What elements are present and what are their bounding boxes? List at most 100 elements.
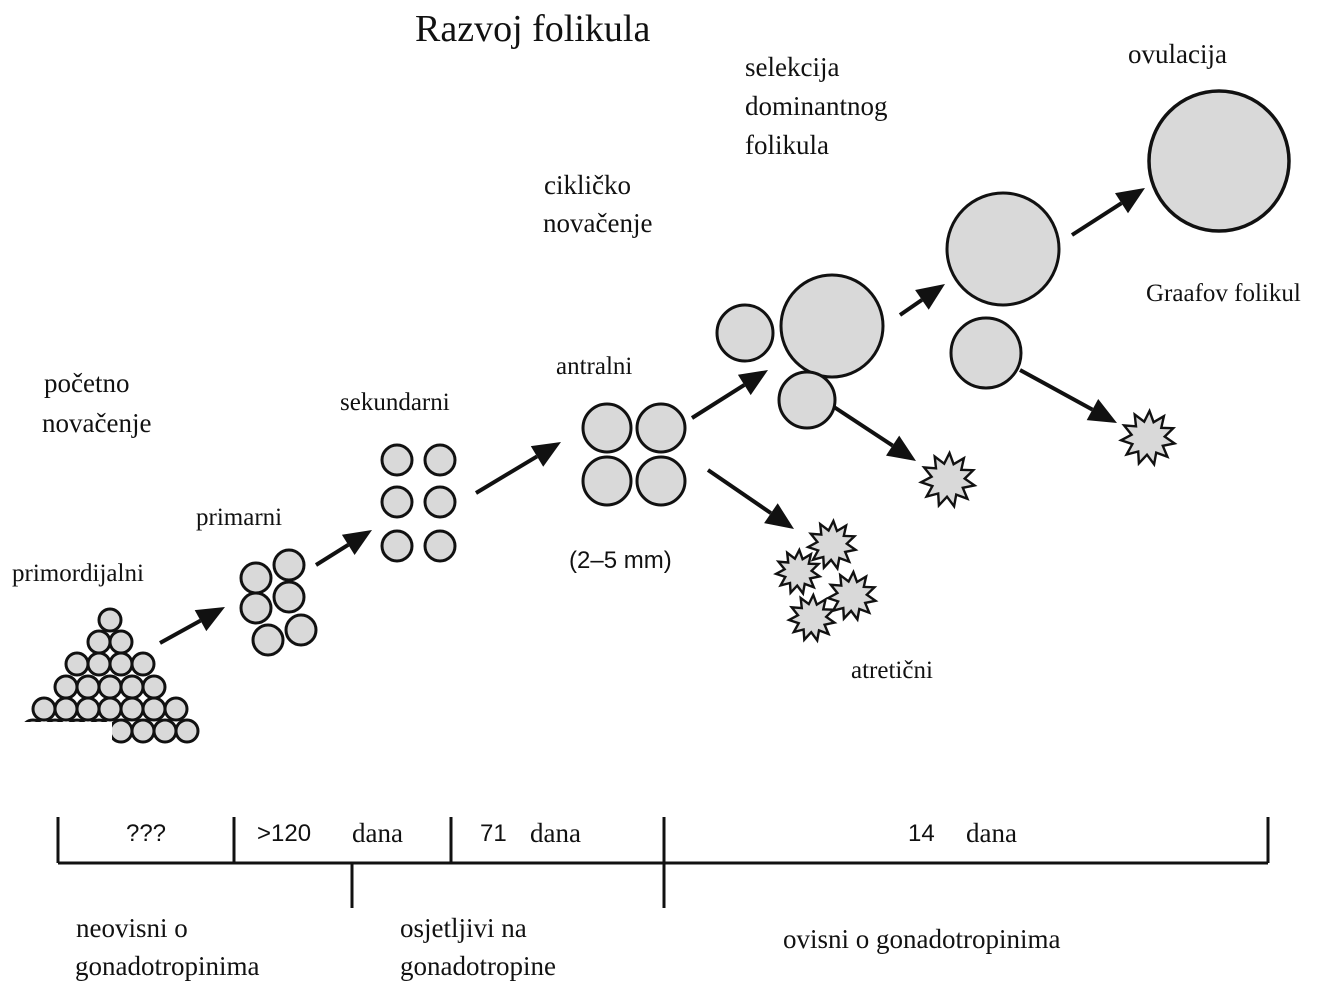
primordial-follicle xyxy=(152,718,178,744)
initial-recruitment-line2: novačenje xyxy=(42,408,151,438)
arrow-shaft xyxy=(159,618,202,645)
primordial-follicle xyxy=(108,629,134,655)
primordial-follicle xyxy=(130,718,156,744)
timeline-segment-3-value: 71 xyxy=(480,820,507,847)
atretic-follicle xyxy=(825,568,879,623)
secondary-follicle xyxy=(380,443,414,477)
secondary-follicle xyxy=(423,485,457,519)
primordial-follicle xyxy=(97,607,123,633)
secondary-follicle xyxy=(423,529,457,563)
timeline-segment-3-unit: dana xyxy=(530,818,581,848)
primordial-follicle xyxy=(119,696,145,722)
primordial-follicle xyxy=(75,696,101,722)
primordial-follicle xyxy=(97,696,123,722)
antral-follicle xyxy=(635,455,687,507)
primordial-follicle xyxy=(174,718,200,744)
secondary-follicle xyxy=(423,443,457,477)
arrow-shaft xyxy=(314,543,350,567)
arrow-shaft xyxy=(474,454,539,495)
primary-follicle xyxy=(272,580,306,614)
primary-follicle xyxy=(251,623,285,657)
cyclic-recruitment-line1: cikličko xyxy=(544,170,631,200)
secondary-follicle xyxy=(380,485,414,519)
primary-follicle xyxy=(272,548,306,582)
cyclic-recruitment-label: cikličko novačenje xyxy=(543,170,652,238)
arrow-head xyxy=(737,370,768,396)
arrow-shaft xyxy=(1019,368,1094,412)
antral-size-label: (2–5 mm) xyxy=(569,547,672,574)
primordial-follicle xyxy=(141,696,167,722)
primary-follicle xyxy=(284,613,318,647)
primordial-follicles xyxy=(20,607,200,752)
primary-follicle xyxy=(239,561,273,595)
antral-follicle xyxy=(635,402,687,454)
diagram-title: Razvoj folikula xyxy=(415,8,650,50)
antral-follicle xyxy=(581,455,633,507)
timeline-segment-4-value: 14 xyxy=(908,820,935,847)
primordial-follicle xyxy=(108,651,134,677)
selection-line1: selekcija xyxy=(745,52,839,82)
primordial-follicle xyxy=(163,696,189,722)
arrow-shaft xyxy=(1070,201,1123,237)
antral-follicles xyxy=(581,402,687,507)
arrow-shaft xyxy=(690,383,746,420)
arrow-head xyxy=(530,442,561,467)
preovulatory-follicles xyxy=(945,191,1061,390)
primordial-follicle xyxy=(108,718,134,744)
primordial-follicle xyxy=(130,651,156,677)
arrow-head xyxy=(341,530,372,555)
atretic-follicle xyxy=(805,517,859,572)
primary-label: primarni xyxy=(196,504,282,531)
primordial-follicle xyxy=(141,674,167,700)
dominant-follicle xyxy=(779,273,885,379)
pile-mask xyxy=(20,722,112,752)
primordial-follicle xyxy=(86,651,112,677)
gonadotropin-dependent-label: ovisni o gonadotropinima xyxy=(783,924,1060,954)
primordial-follicle xyxy=(31,696,57,722)
antral-label: antralni xyxy=(556,353,632,380)
timeline-segment-1-value: ??? xyxy=(126,820,166,847)
selection-line3: folikula xyxy=(745,130,829,160)
ovulation-label: ovulacija xyxy=(1128,39,1227,69)
selection-line2: dominantnog xyxy=(745,91,888,121)
primordial-label: primordijalni xyxy=(12,560,144,587)
sensitive-line2: gonadotropine xyxy=(400,951,556,981)
subordinate-follicle xyxy=(949,316,1023,390)
primary-follicle xyxy=(239,591,273,625)
primary-follicles xyxy=(239,548,318,657)
arrow-shaft xyxy=(898,298,924,317)
atretic-follicle xyxy=(918,449,978,510)
atretic-label: atretični xyxy=(851,657,933,684)
initial-recruitment-line1: početno xyxy=(44,368,129,398)
arrow-head xyxy=(194,607,225,632)
atretic-follicle xyxy=(786,591,838,644)
independent-line1: neovisni o xyxy=(76,913,188,943)
secondary-label: sekundarni xyxy=(340,389,450,416)
arrow-shaft xyxy=(706,468,773,515)
secondary-follicle xyxy=(380,529,414,563)
gonadotropin-sensitive-label: osjetljivi na gonadotropine xyxy=(400,913,556,981)
antral-follicle xyxy=(581,402,633,454)
arrow-head xyxy=(764,503,794,529)
graafian-follicle xyxy=(1147,89,1291,233)
timeline-segment-2-unit: dana xyxy=(352,818,403,848)
primordial-follicle xyxy=(53,696,79,722)
timeline-segment-2-value: >120 xyxy=(257,820,311,847)
selection-follicles xyxy=(715,273,885,430)
arrow-head xyxy=(915,284,945,310)
primordial-follicle xyxy=(86,629,112,655)
arrow-shaft xyxy=(832,405,894,448)
cyclic-recruitment-line2: novačenje xyxy=(543,208,652,238)
independent-line2: gonadotropinima xyxy=(75,951,259,981)
primordial-follicle xyxy=(119,674,145,700)
atretic-follicles xyxy=(773,407,1178,644)
primordial-follicle xyxy=(64,651,90,677)
graafian-label: Graafov folikul xyxy=(1146,280,1301,307)
primordial-follicle xyxy=(97,674,123,700)
atretic-follicle xyxy=(1118,407,1178,468)
arrow-head xyxy=(1086,399,1117,423)
primordial-follicle xyxy=(75,674,101,700)
recruited-follicle-small xyxy=(715,303,775,363)
gonadotropin-independent-label: neovisni o gonadotropinima xyxy=(75,913,259,981)
